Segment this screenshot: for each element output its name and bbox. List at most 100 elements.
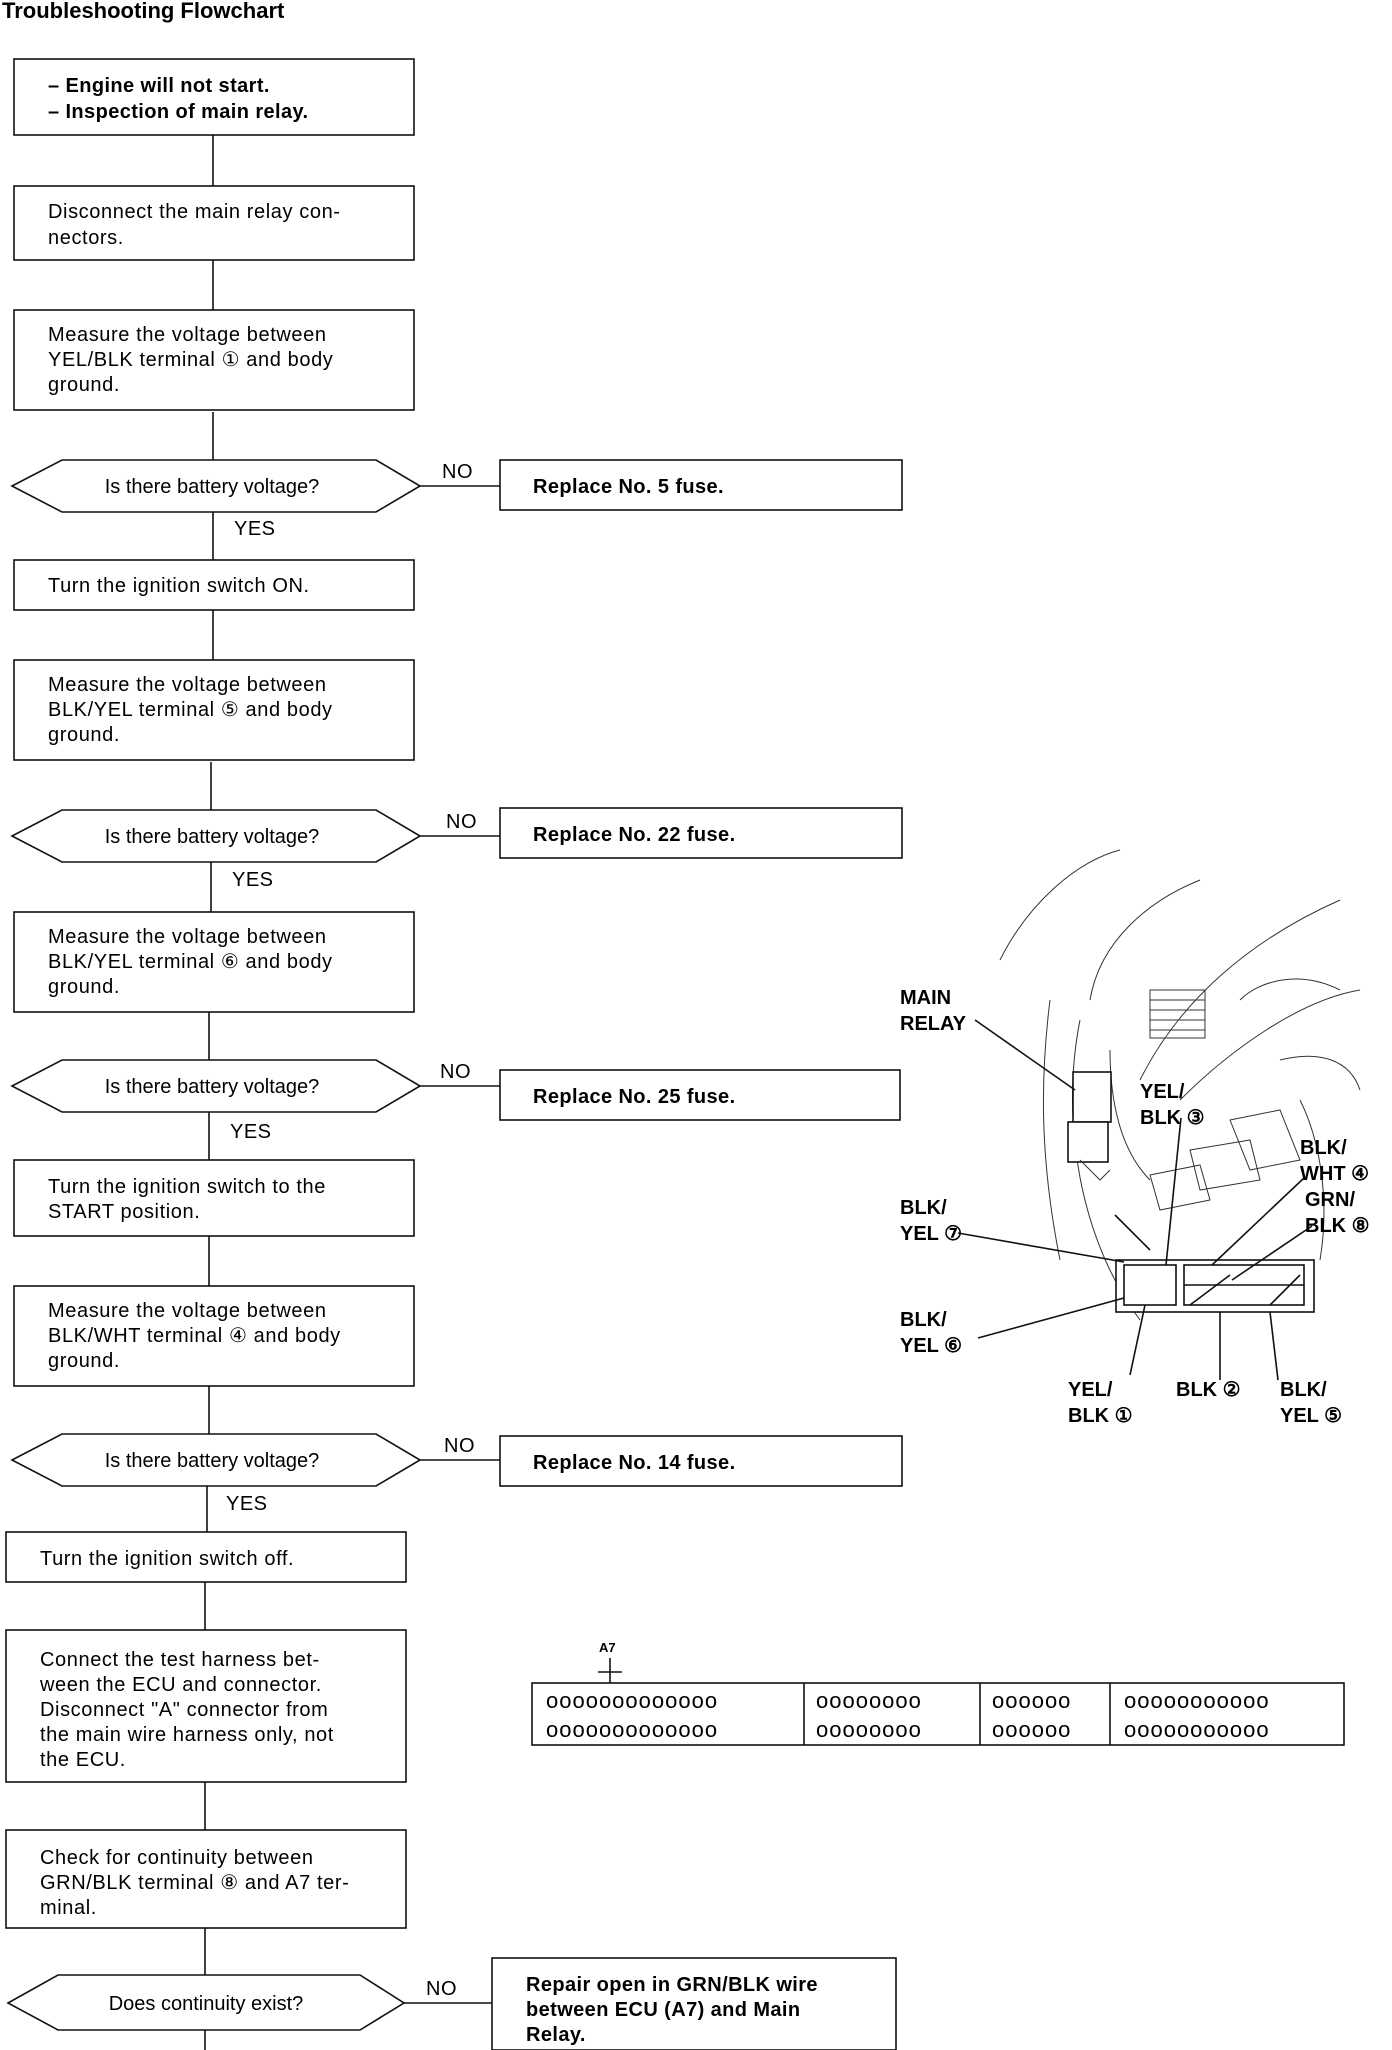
label-blk-yel-6-2: YEL ⑥ — [900, 1335, 962, 1357]
step-connect-line-2: ween the ECU and connector. — [39, 1674, 322, 1696]
decision-3: Is there battery voltage? NO YES — [10, 1059, 500, 1143]
label-main-relay-2: RELAY — [900, 1013, 967, 1035]
ecu-group-2-bottom: oooooooo — [816, 1717, 922, 1742]
decision-2-no-label: NO — [446, 811, 477, 833]
decision-2-yes-label: YES — [232, 869, 274, 891]
step-measure-4-line-2: BLK/WHT terminal ④ and body — [48, 1325, 341, 1347]
decision-4-no-label: NO — [444, 1435, 475, 1457]
ecu-group-3-top: oooooo — [992, 1688, 1071, 1713]
main-relay-body — [1072, 1071, 1112, 1123]
result-fuse-5: Replace No. 5 fuse. — [499, 459, 903, 511]
label-yel-blk-3-1: YEL/ — [1140, 1081, 1185, 1103]
decision-1-no-label: NO — [442, 461, 473, 483]
label-blk-wht-4-2: WHT ④ — [1300, 1163, 1369, 1185]
ecu-group-1-top: ooooooooooooo — [546, 1688, 718, 1713]
decision-1-yes-label: YES — [234, 518, 276, 540]
ecu-group-1-bottom: ooooooooooooo — [546, 1717, 718, 1742]
step-connect-line-4: the main wire harness only, not — [40, 1724, 334, 1746]
label-yel-blk-3-2: BLK ③ — [1140, 1107, 1205, 1129]
step-connect-line-5: the ECU. — [40, 1749, 126, 1771]
step-measure-1: Measure the voltage between YEL/BLK term… — [13, 309, 415, 411]
step-measure-4: Measure the voltage between BLK/WHT term… — [13, 1285, 415, 1387]
label-blk-wht-4-1: BLK/ — [1300, 1137, 1347, 1159]
result-fuse-5-text: Replace No. 5 fuse. — [533, 476, 724, 498]
step-continuity-line-1: Check for continuity between — [40, 1847, 314, 1869]
step-connect-harness: Connect the test harness bet- ween the E… — [5, 1629, 407, 1783]
label-yel-blk-1-2: BLK ① — [1068, 1405, 1133, 1427]
result-fuse-22-text: Replace No. 22 fuse. — [533, 824, 736, 846]
label-blk-yel-7-1: BLK/ — [900, 1197, 947, 1219]
result-fuse-22: Replace No. 22 fuse. — [499, 807, 903, 859]
step-measure-1-line-1: Measure the voltage between — [48, 324, 327, 346]
label-blk-yel-5-2: YEL ⑤ — [1280, 1405, 1342, 1427]
label-blk-2: BLK ② — [1176, 1379, 1241, 1401]
decision-1-text: Is there battery voltage? — [105, 476, 320, 498]
result-fuse-14-text: Replace No. 14 fuse. — [533, 1452, 736, 1474]
step-measure-2-line-3: ground. — [48, 724, 120, 746]
ecu-group-3-bottom: oooooo — [992, 1717, 1071, 1742]
step-check-continuity: Check for continuity between GRN/BLK ter… — [5, 1829, 407, 1929]
step-measure-3-line-2: BLK/YEL terminal ⑥ and body — [48, 951, 333, 973]
step-measure-2-line-1: Measure the voltage between — [48, 674, 327, 696]
step-continuity-line-3: minal. — [40, 1897, 97, 1919]
ecu-connector: A7 ooooooooooooo ooooooooooooo oooooooo … — [531, 1640, 1345, 1746]
step-ignition-off-line-1: Turn the ignition switch off. — [40, 1548, 294, 1570]
start-line-2: – Inspection of main relay. — [48, 101, 309, 123]
step-disconnect-line-1: Disconnect the main relay con- — [48, 201, 341, 223]
step-measure-1-line-2: YEL/BLK terminal ① and body — [48, 349, 333, 371]
result-repair-line-3: Relay. — [526, 2024, 586, 2046]
step-ignition-start-line-1: Turn the ignition switch to the — [48, 1176, 326, 1198]
step-continuity-line-2: GRN/BLK terminal ⑧ and A7 ter- — [40, 1872, 349, 1894]
decision-4-yes-label: YES — [226, 1493, 268, 1515]
step-measure-2: Measure the voltage between BLK/YEL term… — [13, 659, 415, 761]
start-line-1: – Engine will not start. — [48, 75, 270, 97]
result-repair-line-1: Repair open in GRN/BLK wire — [526, 1974, 818, 1996]
step-measure-3-line-1: Measure the voltage between — [48, 926, 327, 948]
label-grn-blk-8-2: BLK ⑧ — [1305, 1215, 1370, 1237]
label-blk-yel-6-1: BLK/ — [900, 1309, 947, 1331]
ecu-group-4-top: ooooooooooo — [1124, 1688, 1270, 1713]
ecu-pin-label: A7 — [599, 1640, 616, 1655]
start-box: – Engine will not start. – Inspection of… — [13, 58, 415, 136]
decision-4-text: Is there battery voltage? — [105, 1450, 320, 1472]
result-repair-wire: Repair open in GRN/BLK wire between ECU … — [491, 1957, 897, 2050]
decision-3-text: Is there battery voltage? — [105, 1076, 320, 1098]
step-measure-3-line-3: ground. — [48, 976, 120, 998]
step-ignition-off: Turn the ignition switch off. — [5, 1531, 407, 1583]
decision-4: Is there battery voltage? NO YES — [10, 1433, 500, 1515]
decision-5-text: Does continuity exist? — [109, 1993, 304, 2015]
step-measure-3: Measure the voltage between BLK/YEL term… — [13, 911, 415, 1013]
step-ignition-start-line-2: START position. — [48, 1201, 200, 1223]
decision-1: Is there battery voltage? NO YES — [10, 459, 500, 540]
step-measure-4-line-3: ground. — [48, 1350, 120, 1372]
step-disconnect: Disconnect the main relay con- nectors. — [13, 185, 415, 261]
decision-5-no-label: NO — [426, 1978, 457, 2000]
step-ignition-on: Turn the ignition switch ON. — [13, 559, 415, 611]
decision-5: Does continuity exist? NO — [6, 1974, 492, 2031]
ecu-group-4-bottom: ooooooooooo — [1124, 1717, 1270, 1742]
step-measure-1-line-3: ground. — [48, 374, 120, 396]
ecu-group-2-top: oooooooo — [816, 1688, 922, 1713]
step-disconnect-line-2: nectors. — [48, 227, 124, 249]
label-blk-yel-5-1: BLK/ — [1280, 1379, 1327, 1401]
result-fuse-14: Replace No. 14 fuse. — [499, 1435, 903, 1487]
step-measure-2-line-2: BLK/YEL terminal ⑤ and body — [48, 699, 333, 721]
relay-location-illustration: MAIN RELAY YEL/ BLK ③ BLK/ WHT ④ GRN/ BL… — [900, 849, 1370, 1427]
label-yel-blk-1-1: YEL/ — [1068, 1379, 1113, 1401]
result-fuse-25: Replace No. 25 fuse. — [499, 1069, 901, 1121]
result-repair-line-2: between ECU (A7) and Main — [526, 1999, 800, 2021]
label-blk-yel-7-2: YEL ⑦ — [900, 1223, 962, 1245]
page-title: Troubleshooting Flowchart — [2, 0, 285, 23]
flow-connectors — [204, 135, 214, 2050]
label-main-relay-1: MAIN — [900, 987, 951, 1009]
result-fuse-25-text: Replace No. 25 fuse. — [533, 1086, 736, 1108]
decision-2-text: Is there battery voltage? — [105, 826, 320, 848]
step-connect-line-1: Connect the test harness bet- — [40, 1649, 320, 1671]
step-ignition-on-line-1: Turn the ignition switch ON. — [48, 575, 310, 597]
decision-2: Is there battery voltage? NO YES — [10, 809, 500, 891]
step-connect-line-3: Disconnect "A" connector from — [40, 1699, 328, 1721]
step-ignition-start: Turn the ignition switch to the START po… — [13, 1159, 415, 1237]
decision-3-no-label: NO — [440, 1061, 471, 1083]
label-grn-blk-8-1: GRN/ — [1305, 1189, 1355, 1211]
